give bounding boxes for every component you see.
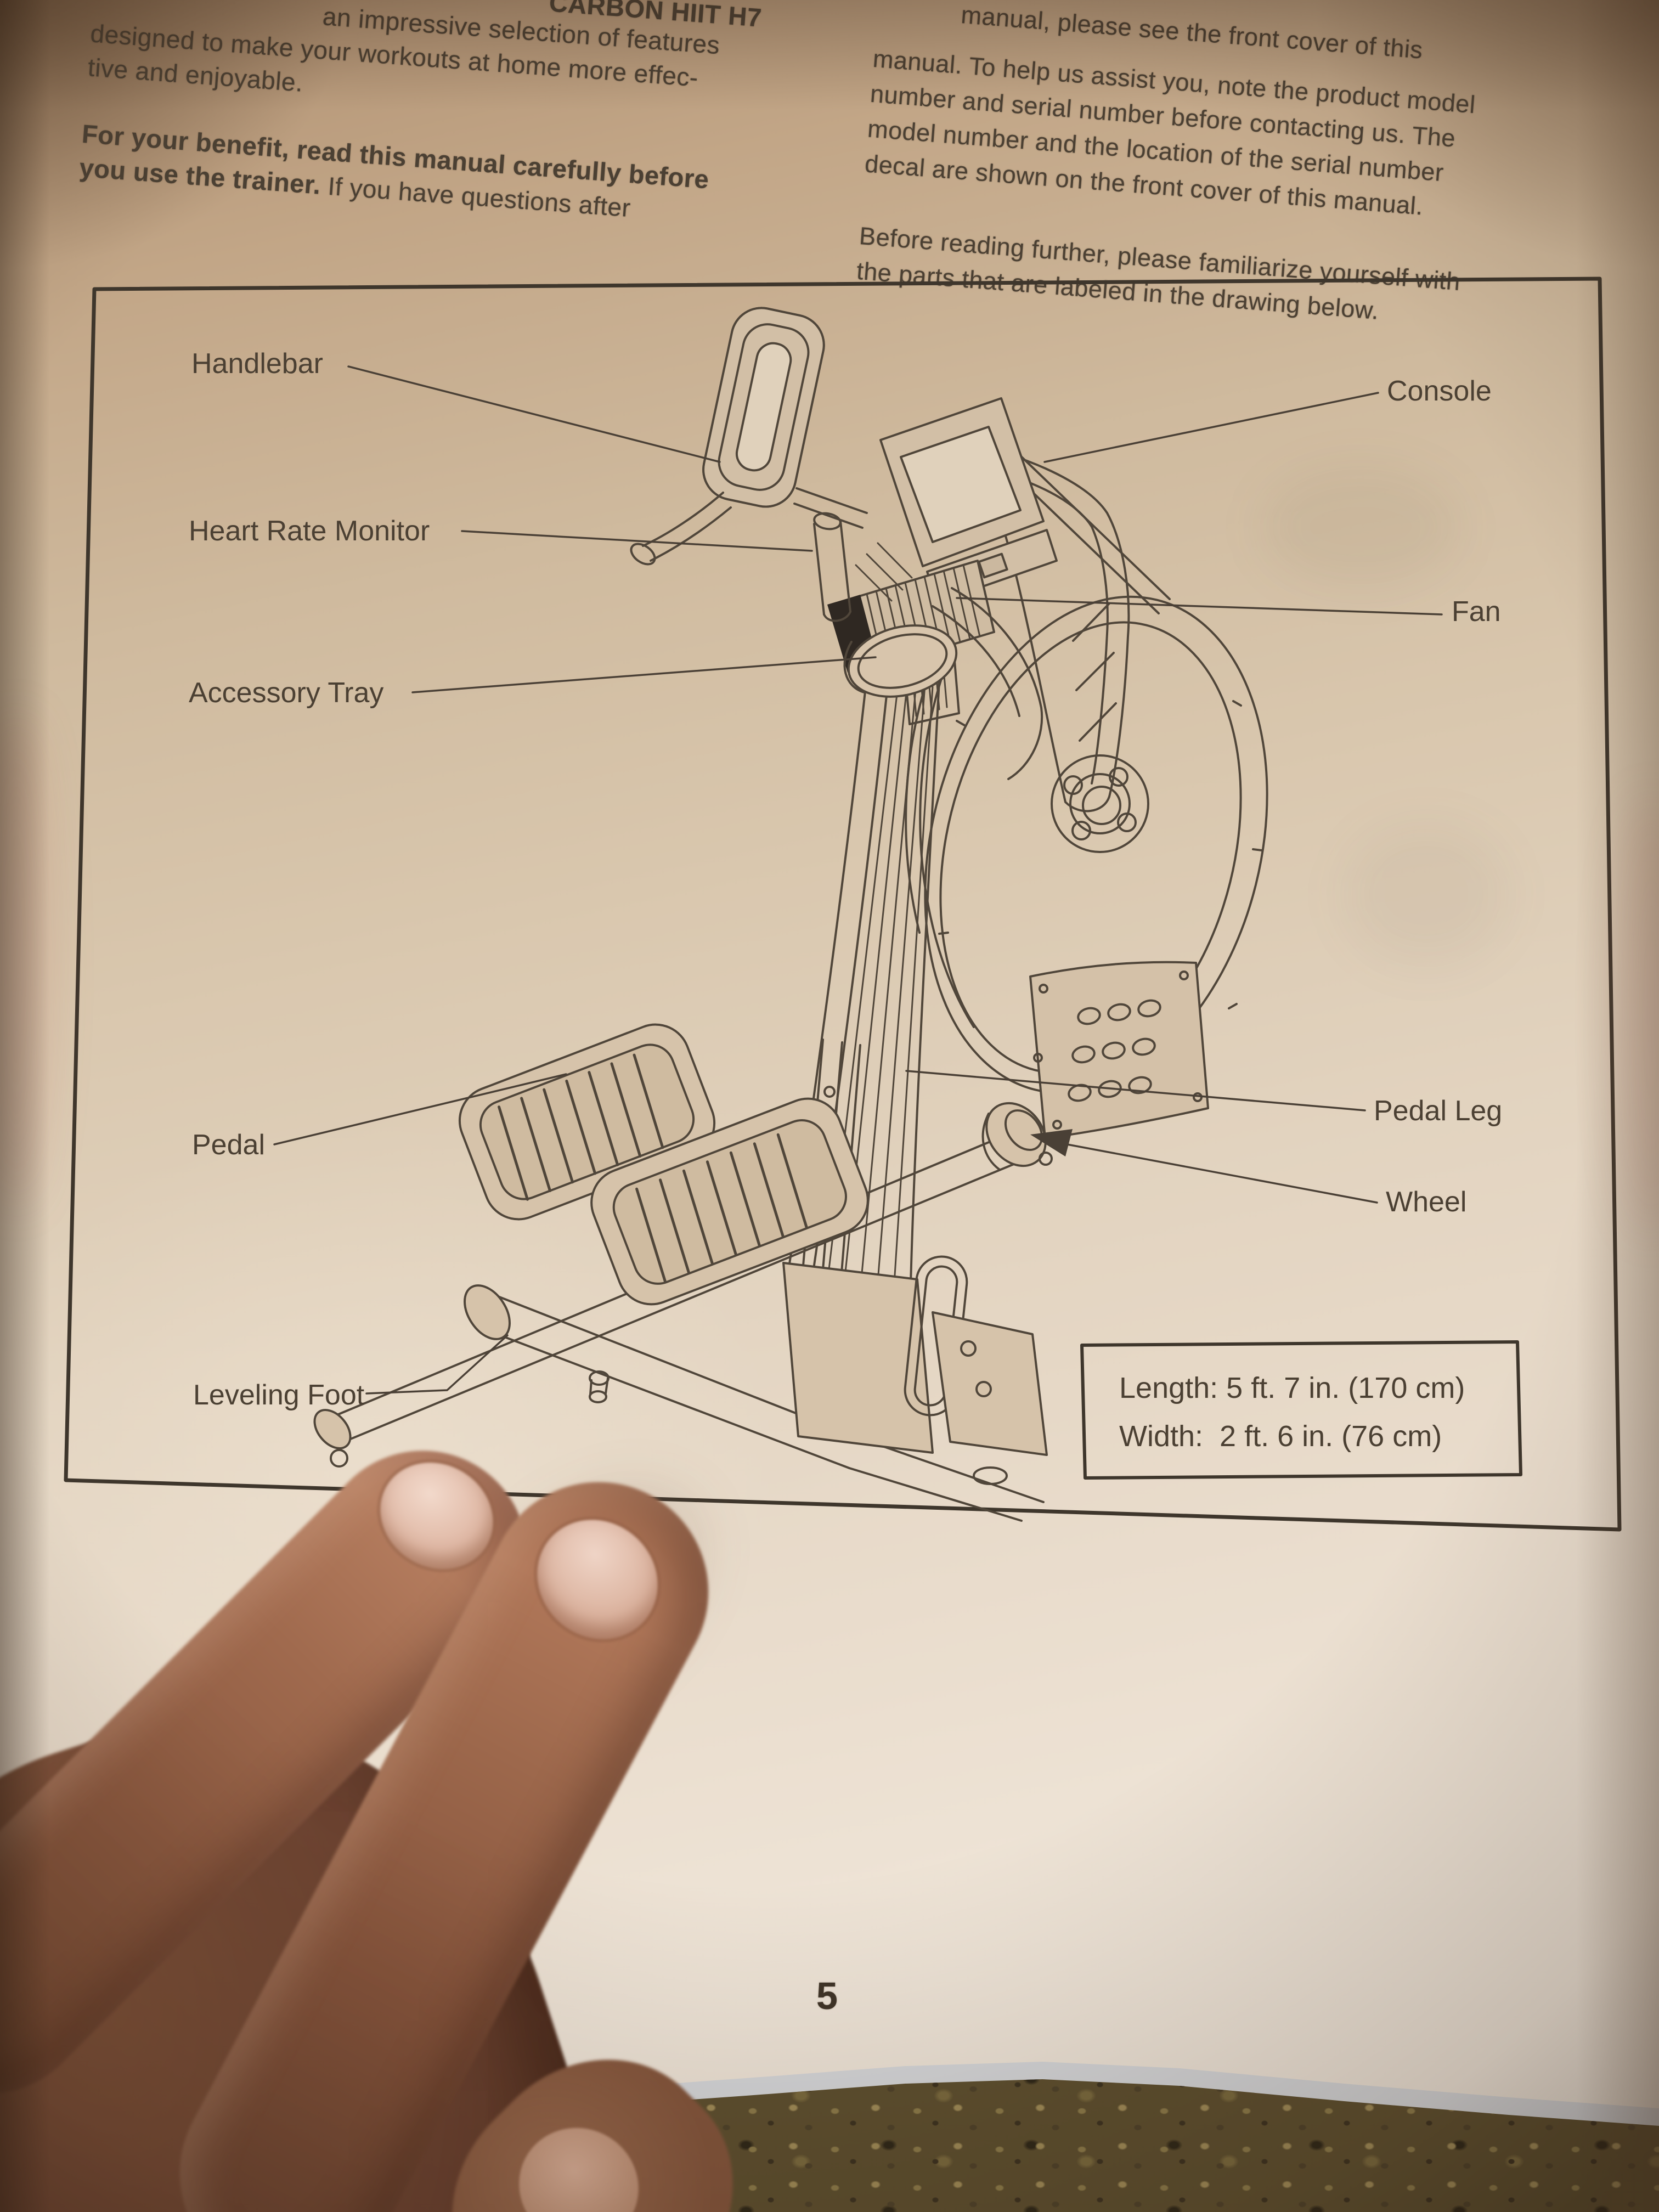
label-wheel: Wheel <box>1386 1186 1466 1218</box>
label-leveling-foot: Leveling Foot <box>193 1379 365 1411</box>
accessory-tray-drawing <box>843 624 958 698</box>
label-handlebar: Handlebar <box>191 348 323 380</box>
label-accessory-tray: Accessory Tray <box>189 677 383 709</box>
label-pedal-leg: Pedal Leg <box>1374 1095 1502 1127</box>
wheel-arrowhead <box>1030 1129 1073 1156</box>
handlebar-drawing <box>630 307 868 566</box>
tower-base-drawing <box>782 1255 1048 1485</box>
accessory-tray-leader-line <box>411 656 877 693</box>
flywheel-drawing <box>905 595 1268 1094</box>
ghosting-smudge-2 <box>1344 823 1509 966</box>
flywheel-hub-drawing <box>1051 754 1149 853</box>
handlebar-leader-line <box>347 365 721 463</box>
wheel-leader-line <box>1063 1143 1378 1204</box>
ghosting-smudge-1 <box>1262 466 1459 587</box>
fan-leader-line <box>956 597 1443 616</box>
label-fan: Fan <box>1452 596 1501 628</box>
rear-stabilizer-drawing <box>313 1102 1053 1468</box>
label-pedal: Pedal <box>192 1129 265 1161</box>
leveling-foot-leader-line <box>365 1334 509 1395</box>
console-leader-line <box>1043 392 1379 463</box>
leveling-foot-drawing <box>464 1284 511 1340</box>
console-drawing <box>879 397 1058 603</box>
page-number: 5 <box>816 1974 838 2017</box>
dimension-length: Length: 5 ft. 7 in. (170 cm) <box>1119 1372 1465 1404</box>
label-console: Console <box>1387 375 1492 407</box>
part-labels: Handlebar Heart Rate Monitor Accessory T… <box>189 348 1502 1411</box>
label-heart-rate-monitor: Heart Rate Monitor <box>189 515 430 547</box>
heart-rate-monitor-leader-line <box>461 530 813 552</box>
dimension-width: Width: 2 ft. 6 in. (76 cm) <box>1119 1420 1442 1453</box>
pedal-lower-drawing <box>590 1097 869 1306</box>
dimensions-box: Length: 5 ft. 7 in. (170 cm) Width: 2 ft… <box>1080 1340 1522 1480</box>
pedal-leg-leader-line <box>905 1070 1366 1111</box>
right-grip-drawing <box>932 587 1043 780</box>
vent-plate-drawing <box>1029 961 1209 1139</box>
heart-rate-grip-drawing <box>813 512 913 622</box>
elliptical-trainer-drawing <box>313 307 1268 1522</box>
pedal-leader-line <box>273 1073 567 1146</box>
diagram-border-box <box>64 276 1622 1532</box>
leader-lines <box>273 365 1443 1395</box>
